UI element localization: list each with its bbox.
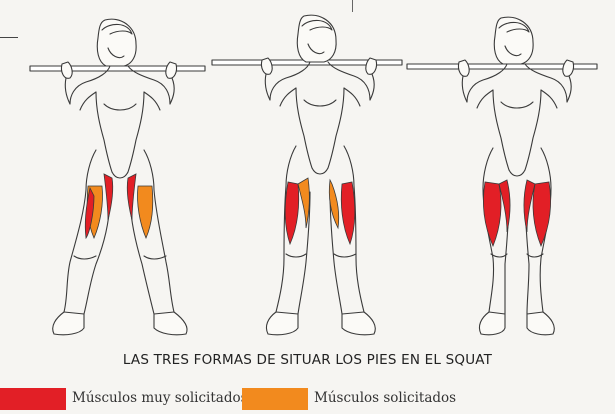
legend-label-very-solicited: Músculos muy solicitados: [72, 390, 248, 406]
figure-narrow-stance: [407, 0, 602, 345]
legend: Músculos muy solicitados Músculos solici…: [0, 384, 615, 408]
figure-wide-stance: [10, 0, 205, 345]
squat-figure-narrow-illustration: [407, 0, 602, 345]
legend-label-solicited: Músculos solicitados: [314, 390, 456, 406]
figure-caption: LAS TRES FORMAS DE SITUAR LOS PIES EN EL…: [0, 352, 615, 368]
squat-figure-medium-illustration: [212, 0, 407, 345]
figure-medium-stance: [212, 0, 407, 345]
legend-swatch-very-solicited: [0, 388, 66, 410]
squat-figure-wide-illustration: [10, 0, 205, 345]
legend-swatch-solicited: [242, 388, 308, 410]
